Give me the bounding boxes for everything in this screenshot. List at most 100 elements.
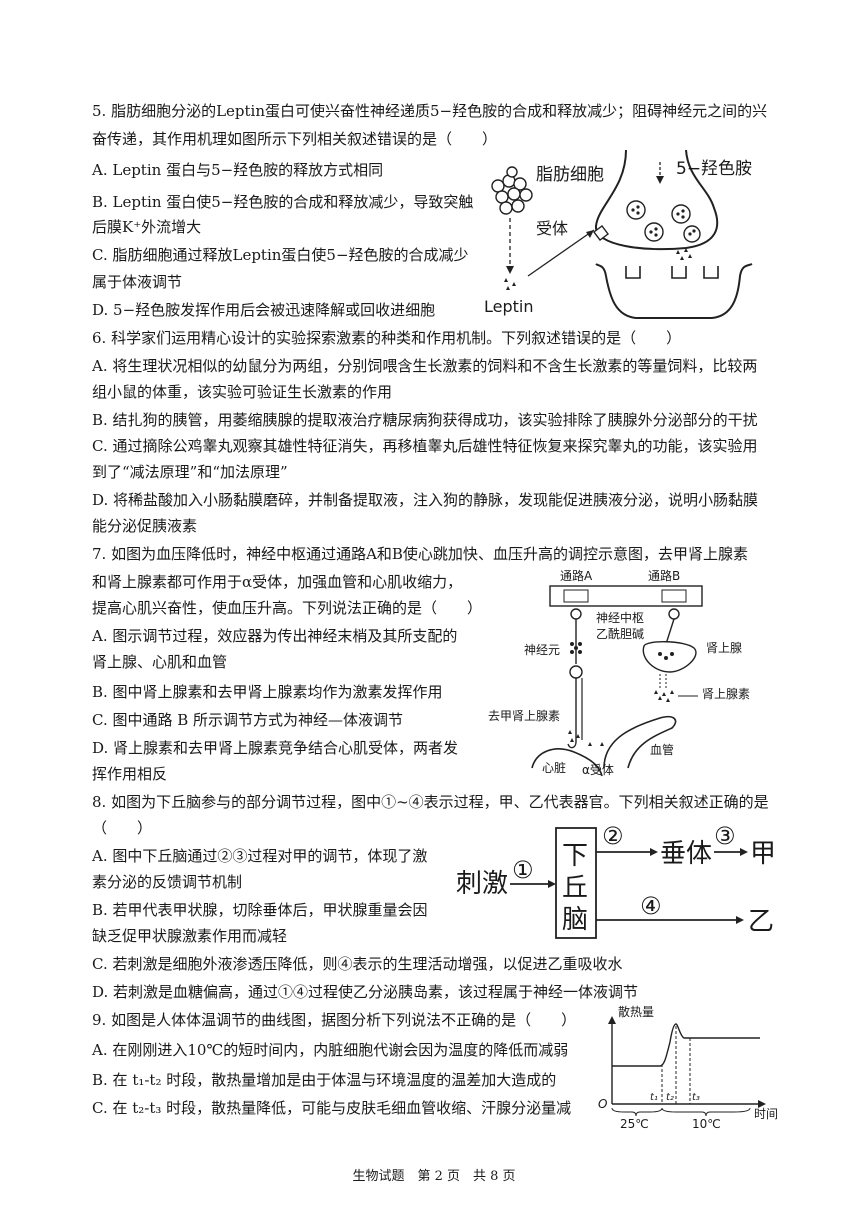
blood-vessel-icon bbox=[603, 715, 677, 769]
q7-stem-line3: 提高心肌兴奋性，使血压升高。下列说法正确的是（ ） bbox=[92, 599, 483, 617]
vessel-label: 血管 bbox=[650, 742, 674, 757]
adrenal-gland-icon bbox=[642, 641, 697, 673]
t3-label: t₃ bbox=[692, 1092, 700, 1103]
heat-loss-curve bbox=[612, 1023, 760, 1067]
receptor-icon bbox=[593, 225, 609, 241]
neural-center-label: 神经中枢 bbox=[596, 610, 644, 625]
q5-option-b-line1: B. Leptin 蛋白使5−羟色胺的合成和释放减少，导致突触 bbox=[92, 193, 474, 211]
q7-option-d-line2: 挥作用相反 bbox=[92, 765, 168, 783]
leptin-label: Leptin bbox=[484, 297, 534, 316]
process-2-label: ② bbox=[602, 822, 624, 850]
t2-label: t₂ bbox=[666, 1092, 674, 1103]
y-axis-label: 散热量 bbox=[618, 1004, 654, 1019]
postsynaptic-channels bbox=[625, 266, 719, 279]
arrowhead-icon bbox=[656, 176, 664, 184]
noradrenaline-label: 去甲肾上腺素 bbox=[488, 709, 560, 723]
path-a-label: 通路A bbox=[560, 568, 593, 583]
fat-cell-label: 脂肪细胞 bbox=[536, 165, 604, 185]
arrowhead-icon bbox=[608, 1016, 616, 1024]
arrowhead-icon bbox=[736, 916, 744, 924]
q7-option-a-line2: 肾上腺、心肌和血管 bbox=[92, 653, 228, 671]
q6-stem: 6. 科学家们运用精心设计的实验探索激素的种类和作用机制。下列叙述错误的是（ ） bbox=[92, 329, 682, 347]
q5-option-c-line1: C. 脂肪细胞通过释放Leptin蛋白使5−羟色胺的合成减少 bbox=[92, 246, 469, 264]
presynaptic-terminal bbox=[594, 149, 719, 251]
temp-25-label: 25℃ bbox=[620, 1117, 649, 1130]
brace-10 bbox=[661, 1107, 751, 1117]
q8-option-b-line1: B. 若甲代表甲状腺，切除垂体后，甲状腺重量会因 bbox=[92, 901, 428, 919]
heart-label: 心脏 bbox=[542, 760, 566, 775]
alpha-receptor-label: α受体 bbox=[582, 763, 614, 777]
adrenal-label: 肾上腺 bbox=[706, 641, 742, 655]
q5-stem-line2: 奋传递，其作用机理如图所示下列相关叙述错误的是（ ） bbox=[92, 130, 498, 148]
q7-stem-line2: 和肾上腺素都可作用于α受体，加强血管和心肌收缩力， bbox=[92, 573, 463, 591]
serotonin-label: 5−羟色胺 bbox=[676, 159, 752, 179]
q8-option-a-line2: 素分泌的反馈调节机制 bbox=[92, 873, 243, 891]
q7-option-a-line1: A. 图示调节过程，效应器为传出神经末梢及其所支配的 bbox=[92, 627, 458, 645]
process-3-label: ③ bbox=[714, 822, 736, 850]
adrenaline-label: 肾上腺素 bbox=[702, 687, 750, 701]
q9-option-a: A. 在刚刚进入10℃的短时间内，内脏细胞代谢会因为温度的降低而减弱 bbox=[92, 1041, 569, 1059]
q6-option-b: B. 结扎狗的胰管，用萎缩胰腺的提取液治疗糖尿病狗获得成功，该实验排除了胰腺外分… bbox=[92, 411, 758, 429]
time-markers bbox=[661, 1026, 691, 1104]
q8-option-b-line2: 缺乏促甲状腺激素作用而减轻 bbox=[92, 927, 288, 945]
q9-option-b: B. 在 t₁-t₂ 时段，散热量增加是由于体温与环境温度的温差加大造成的 bbox=[92, 1071, 557, 1089]
brace-25 bbox=[611, 1107, 663, 1117]
organ-yi-label: 乙 bbox=[748, 907, 774, 937]
noradrenaline-dots-icon bbox=[568, 730, 604, 746]
q6-option-c-line2: 到了“减法原理”和“加法原理” bbox=[92, 463, 288, 481]
leptin-dots-icon bbox=[504, 278, 516, 290]
binding-arrow bbox=[527, 229, 595, 277]
path-b-label: 通路B bbox=[648, 568, 680, 583]
q8-hypothalamus-figure: 刺激 ① 下 丘 脑 ② 垂体 ③ 甲 ④ 乙 bbox=[456, 822, 776, 939]
q5-stem-line1: 5. 脂肪细胞分泌的Leptin蛋白可使兴奋性神经递质5−羟色胺的合成和释放减少… bbox=[92, 102, 768, 120]
q8-stem-line1: 8. 如图为下丘脑参与的部分调节过程，图中①~④表示过程，甲、乙代表器官。下列相… bbox=[92, 793, 769, 811]
q6-option-d-line2: 能分泌促胰液素 bbox=[92, 517, 198, 535]
organ-jia-label: 甲 bbox=[750, 839, 776, 869]
heart-icon bbox=[531, 748, 603, 777]
q6-option-a-line2: 组小鼠的体重，该实验可验证生长激素的作用 bbox=[92, 383, 393, 401]
q9-stem: 9. 如图是人体体温调节的曲线图，据图分析下列说法不正确的是（ ） bbox=[92, 1011, 577, 1029]
q7-regulation-figure: 通路A 通路B 神经中枢 乙酰胆碱 神经元 肾上腺 肾上腺素 血管 去甲肾上腺素 bbox=[488, 568, 750, 777]
arrowhead-icon bbox=[506, 266, 514, 274]
q8-stem-line2: （ ） bbox=[92, 819, 153, 837]
hypothalamus-box bbox=[555, 827, 597, 939]
q7-option-c: C. 图中通路 B 所示调节方式为神经—体液调节 bbox=[92, 711, 404, 729]
pituitary-label: 垂体 bbox=[660, 839, 712, 869]
q9-heat-loss-chart: 散热量 O 时间 t₁ t₂ t₃ 25℃ 10℃ bbox=[598, 1004, 778, 1130]
hypothalamus-char-3: 脑 bbox=[562, 905, 588, 935]
q5-synapse-figure: 脂肪细胞 Leptin 受体 5−羟色胺 bbox=[484, 149, 753, 319]
arrowhead-icon bbox=[650, 848, 658, 856]
t1-label: t₁ bbox=[650, 1092, 658, 1103]
process-1-label: ① bbox=[512, 856, 534, 884]
acetylcholine-label: 乙酰胆碱 bbox=[596, 627, 644, 641]
page-footer: 生物试题 第 2 页 共 8 页 bbox=[352, 1169, 516, 1184]
receptor-label: 受体 bbox=[536, 219, 568, 238]
stimulus-label: 刺激 bbox=[456, 869, 508, 899]
q6-option-a-line1: A. 将生理状况相似的幼鼠分为两组，分别饲喂含生长激素的饲料和不含生长激素的等量… bbox=[92, 357, 758, 375]
postsynaptic-membrane bbox=[595, 263, 753, 319]
adrenaline-dots-icon bbox=[654, 690, 674, 702]
q7-option-d-line1: D. 肾上腺素和去甲肾上腺素竞争结合心肌受体，两者发 bbox=[92, 739, 459, 757]
arrowhead-icon bbox=[758, 1100, 766, 1108]
q5-option-b-line2: 后膜K⁺外流增大 bbox=[92, 218, 202, 236]
hypothalamus-char-2: 丘 bbox=[562, 873, 588, 903]
q6-option-d-line1: D. 将稀盐酸加入小肠黏膜磨碎，并制备提取液，注入狗的静脉，发现能促进胰液分泌，… bbox=[92, 491, 759, 509]
fat-cell-cluster-icon bbox=[491, 166, 533, 215]
q5-option-c-line2: 属于体液调节 bbox=[92, 273, 183, 291]
arrowhead-icon bbox=[548, 880, 556, 888]
q8-option-d: D. 若刺激是血糖偏高，通过①④过程使乙分泌胰岛素，该过程属于神经一体液调节 bbox=[92, 983, 639, 1001]
arrowhead-icon bbox=[586, 230, 594, 238]
process-4-label: ④ bbox=[640, 892, 662, 920]
x-axis-label: 时间 bbox=[754, 1107, 778, 1121]
vesicle-icons bbox=[626, 200, 701, 243]
neuron-body-icon bbox=[569, 665, 583, 679]
q8-option-c: C. 若刺激是细胞外液渗透压降低，则④表示的生理活动增强，以促进乙重吸收水 bbox=[92, 955, 623, 973]
origin-label: O bbox=[598, 1097, 607, 1111]
neuron-label: 神经元 bbox=[524, 643, 560, 657]
hypothalamus-char-1: 下 bbox=[562, 841, 588, 871]
q5-option-d: D. 5−羟色胺发挥作用后会被迅速降解或回收进细胞 bbox=[92, 301, 436, 319]
temp-10-label: 10℃ bbox=[692, 1117, 721, 1130]
q9-option-c: C. 在 t₂-t₃ 时段，散热量降低，可能与皮肤毛细血管收缩、汗腺分泌量减 bbox=[92, 1099, 572, 1117]
q5-option-a: A. Leptin 蛋白与5−羟色胺的释放方式相同 bbox=[92, 161, 384, 179]
